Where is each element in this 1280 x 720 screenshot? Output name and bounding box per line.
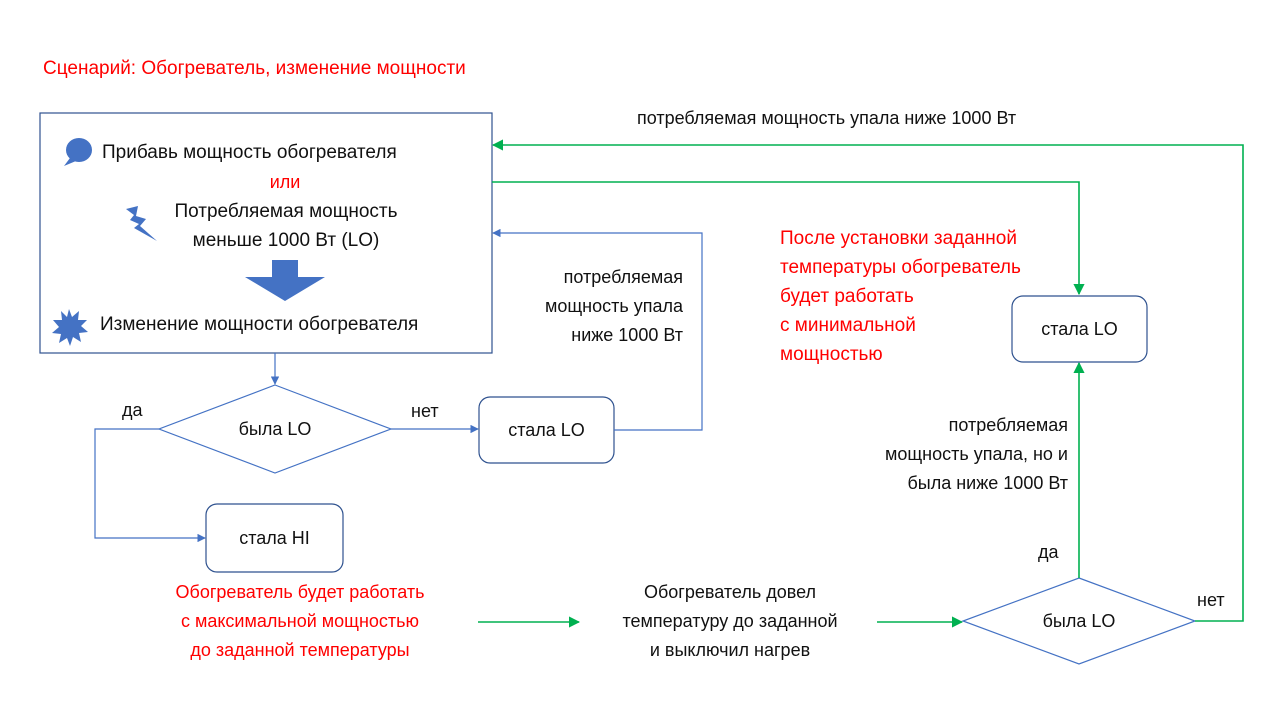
reached-note-line1: Обогреватель довел <box>643 582 816 602</box>
lightning-icon <box>126 206 157 241</box>
connector-decision1-yes <box>94 428 206 543</box>
loop-note-1-line2: мощность упала <box>544 296 683 316</box>
decision1-no-label: нет <box>411 401 439 421</box>
speech-bubble-icon <box>64 138 92 166</box>
red-note-max-line3: до заданной температуры <box>190 640 410 660</box>
decision2-diamond <box>961 577 1197 665</box>
trigger-line-power-change: Изменение мощности обогревателя <box>100 314 419 335</box>
yes-branch-note-line3: была ниже 1000 Вт <box>907 473 1068 493</box>
became-lo-box-2 <box>1011 295 1148 363</box>
red-note-min-line1: После установки заданной <box>780 228 1017 249</box>
became-hi-box <box>205 503 344 573</box>
decision1-label: была LO <box>238 418 312 439</box>
became-hi-label: стала HI <box>239 527 310 548</box>
loop-note-1-line1: потребляемая <box>563 267 683 287</box>
trigger-line-below-1000: меньше 1000 Вт (LO) <box>192 230 380 251</box>
trigger-or-label: или <box>269 172 301 192</box>
yes-branch-note-line1: потребляемая <box>948 415 1068 435</box>
trigger-line-consumed-power: Потребляемая мощность <box>174 201 398 222</box>
decision2-label: была LO <box>1042 610 1116 631</box>
trigger-box <box>39 112 493 354</box>
became-lo-2-label: стала LO <box>1041 318 1118 339</box>
explosion-icon <box>52 309 88 346</box>
decision2-no-label: нет <box>1197 590 1225 610</box>
connector-decision2-no <box>491 139 1244 622</box>
red-note-min-line2: температуры обогреватель <box>780 257 1021 278</box>
decision1-diamond <box>157 384 393 474</box>
top-loop-note: потребляемая мощность упала ниже 1000 Вт <box>637 108 1017 128</box>
red-note-max-line2: с максимальной мощностью <box>180 611 420 631</box>
yes-branch-note-line2: мощность упала, но и <box>884 444 1068 464</box>
trigger-line-add-power: Прибавь мощность обогревателя <box>102 142 397 163</box>
red-note-min-line3: будет работать <box>780 286 914 307</box>
red-note-min-line4: с минимальной <box>780 315 916 336</box>
decision2-yes-label: да <box>1038 542 1059 562</box>
red-note-min-line5: мощностью <box>780 344 883 365</box>
reached-note-line3: и выключил нагрев <box>649 640 811 660</box>
became-lo-1-label: стала LO <box>508 419 585 440</box>
decision1-yes-label: да <box>122 400 143 420</box>
connector-trigger-to-lo2 <box>492 181 1085 296</box>
reached-note-line2: температуру до заданной <box>622 611 838 631</box>
down-arrow-icon <box>245 260 325 301</box>
loop-note-1-line3: ниже 1000 Вт <box>571 325 683 345</box>
connector-loop-back-1 <box>492 228 703 431</box>
page-title: Сценарий: Обогреватель, изменение мощнос… <box>43 58 466 79</box>
red-note-max-line1: Обогреватель будет работать <box>175 582 425 602</box>
